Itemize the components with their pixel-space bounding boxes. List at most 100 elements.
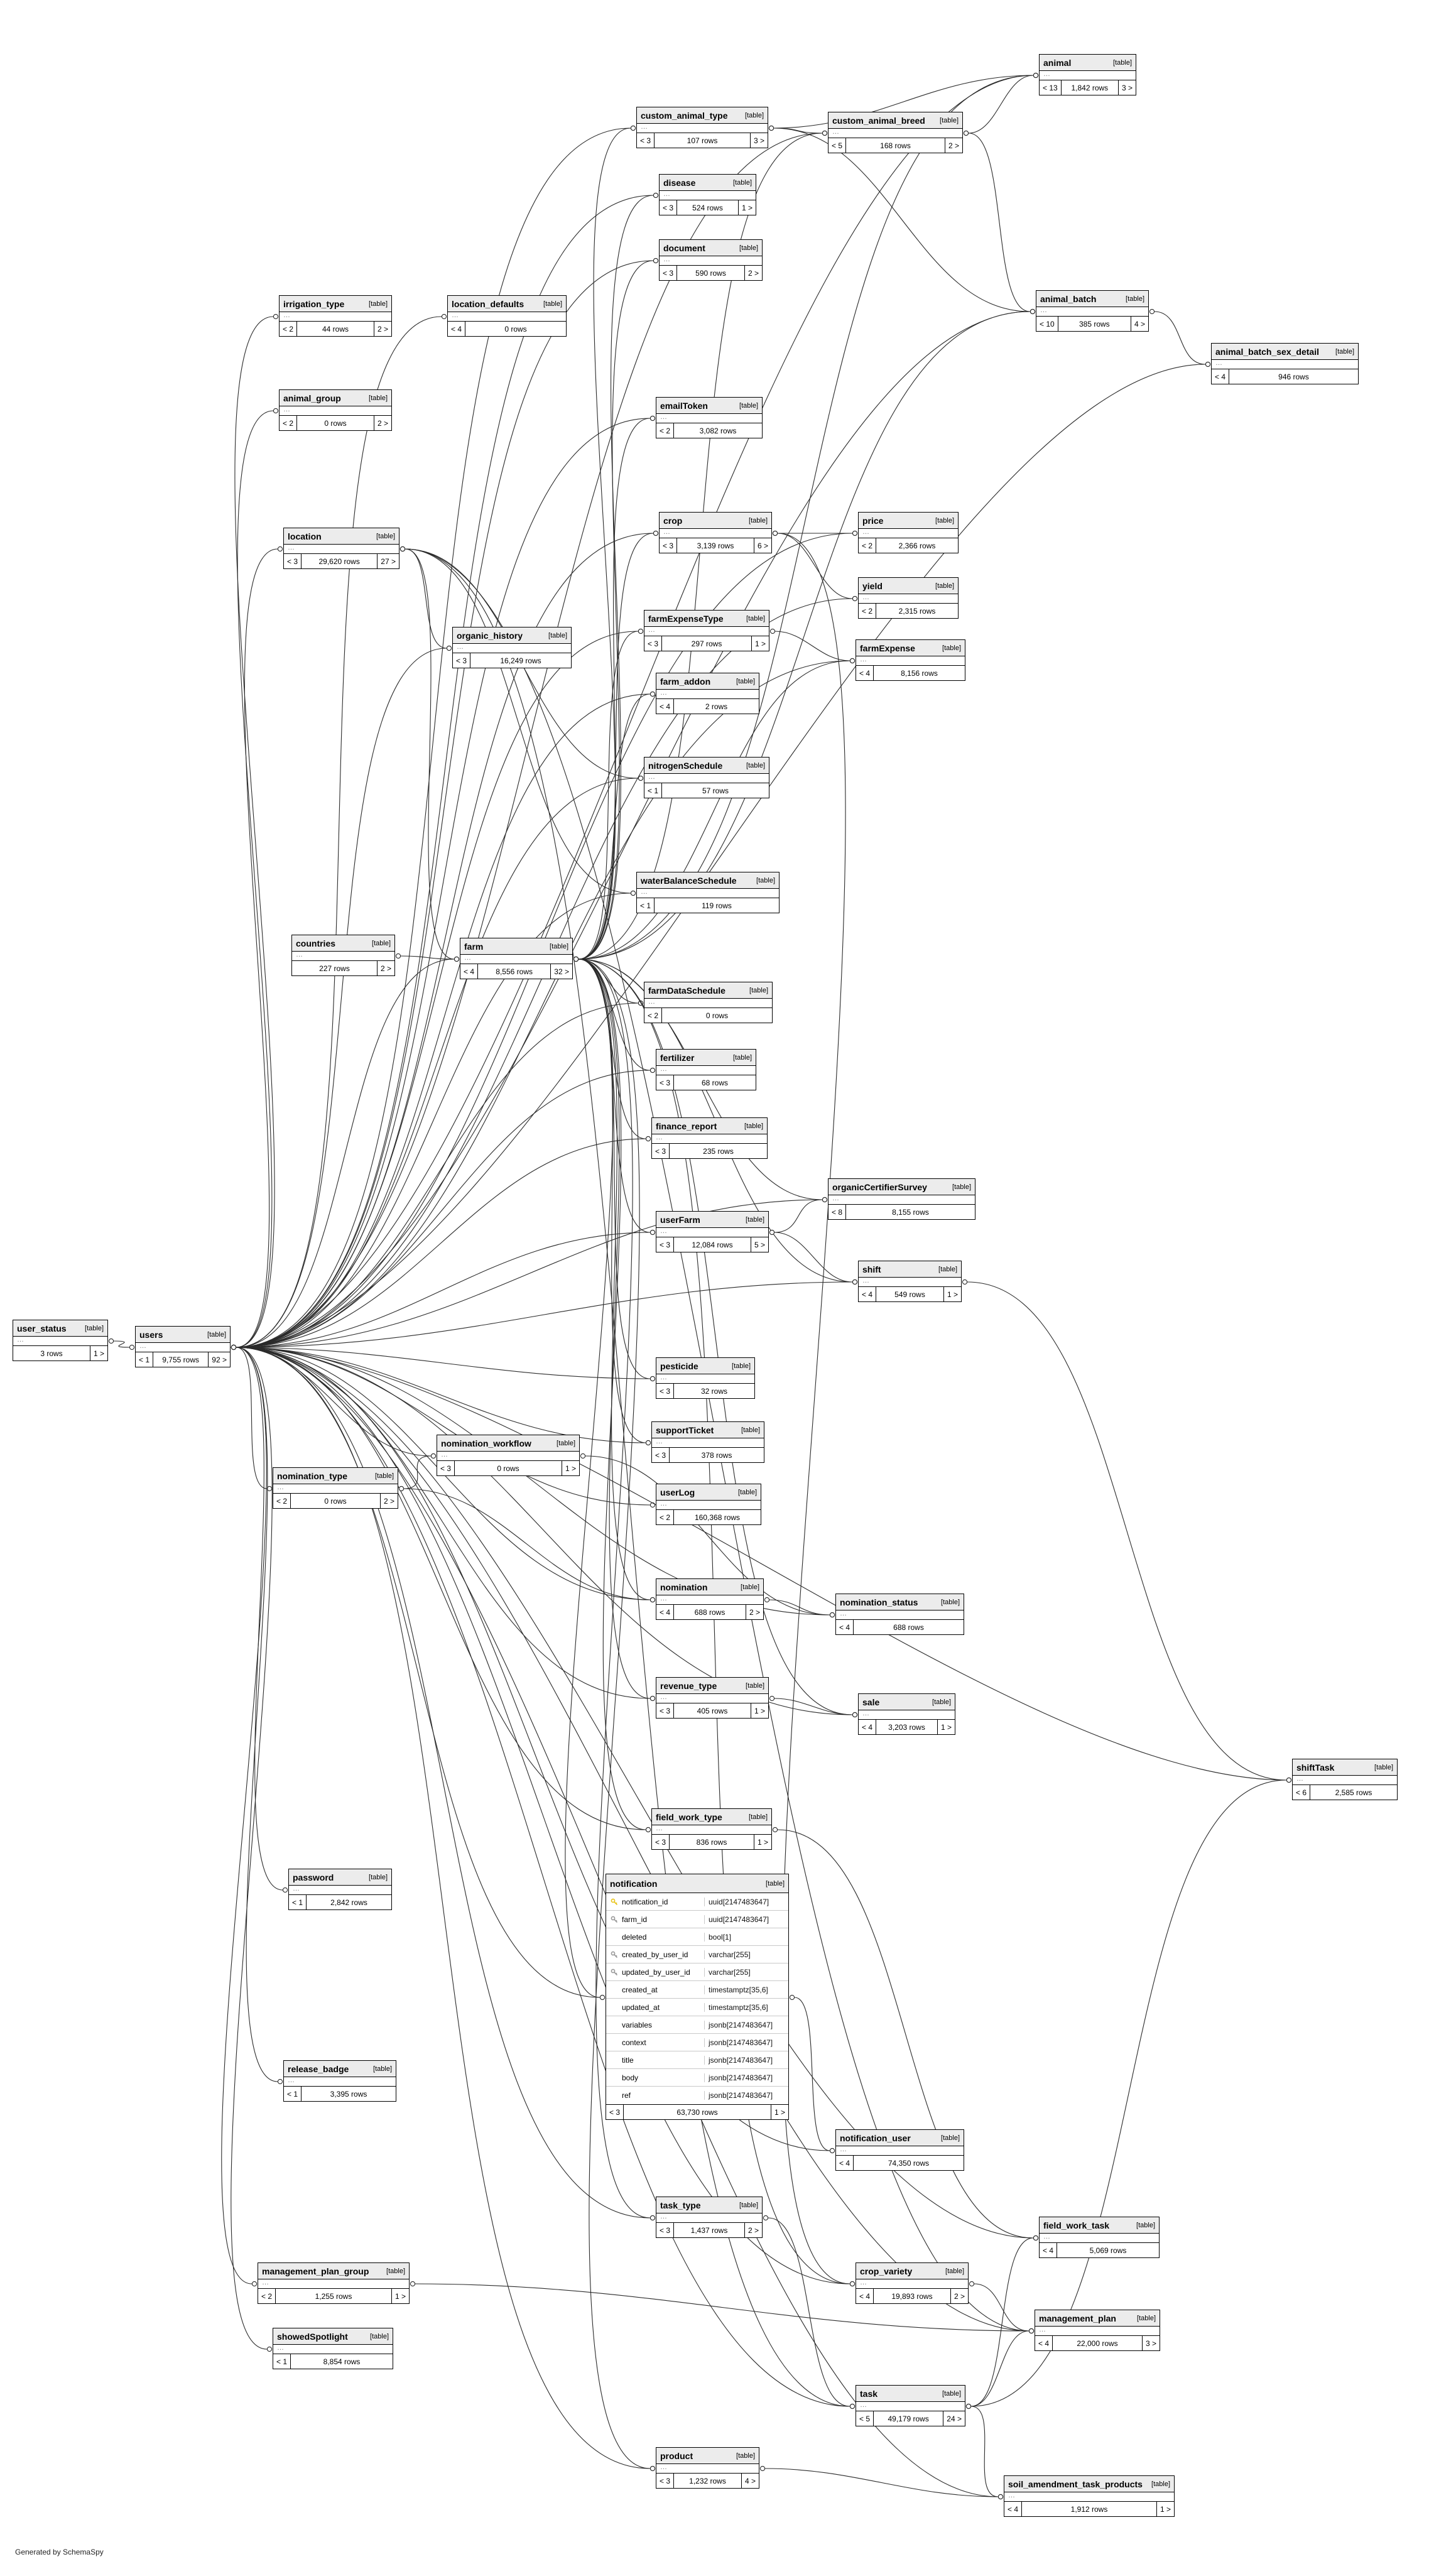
table-header[interactable]: shiftTask[table]: [1293, 1759, 1397, 1776]
out-degree[interactable]: 3 >: [749, 133, 768, 148]
table-header[interactable]: task[table]: [856, 2386, 965, 2402]
in-degree[interactable]: < 4: [448, 322, 466, 336]
in-degree[interactable]: < 3: [656, 2474, 675, 2488]
in-degree[interactable]: < 3: [453, 653, 471, 668]
out-degree[interactable]: 1 >: [391, 2289, 409, 2303]
table-header[interactable]: pesticide[table]: [656, 1358, 754, 1374]
table-header[interactable]: farmExpense[table]: [856, 640, 965, 656]
out-degree[interactable]: 4 >: [1130, 317, 1148, 331]
out-degree[interactable]: 3 >: [1141, 2336, 1160, 2350]
table-header[interactable]: userLog[table]: [656, 1484, 761, 1501]
in-degree[interactable]: < 10: [1036, 317, 1058, 331]
in-degree[interactable]: < 4: [656, 699, 675, 714]
in-degree[interactable]: < 3: [660, 266, 678, 280]
table-header[interactable]: notification[table]: [606, 1874, 788, 1893]
out-degree[interactable]: 1 >: [753, 1835, 771, 1849]
in-degree[interactable]: < 4: [1212, 369, 1230, 384]
table-header[interactable]: notification_user[table]: [836, 2130, 964, 2146]
out-degree[interactable]: 2 >: [744, 266, 762, 280]
in-degree[interactable]: < 4: [859, 1287, 877, 1301]
table-header[interactable]: user_status[table]: [13, 1320, 107, 1337]
out-degree[interactable]: 1 >: [751, 636, 769, 651]
in-degree[interactable]: < 3: [437, 1461, 455, 1475]
out-degree[interactable]: 4 >: [741, 2474, 759, 2488]
table-header[interactable]: nomination_type[table]: [273, 1468, 398, 1484]
in-degree[interactable]: < 5: [829, 138, 847, 153]
table-header[interactable]: management_plan_group[table]: [258, 2263, 409, 2279]
in-degree[interactable]: < 3: [606, 2105, 624, 2119]
in-degree[interactable]: < 2: [859, 604, 877, 618]
table-header[interactable]: yield[table]: [859, 578, 958, 594]
table-header[interactable]: farm[table]: [460, 938, 572, 955]
in-degree[interactable]: < 1: [273, 2354, 291, 2369]
table-header[interactable]: password[table]: [289, 1869, 391, 1886]
table-header[interactable]: crop_variety[table]: [856, 2263, 968, 2279]
out-degree[interactable]: 1 >: [943, 1287, 961, 1301]
in-degree[interactable]: < 3: [652, 1448, 670, 1462]
table-header[interactable]: task_type[table]: [656, 2197, 762, 2213]
in-degree[interactable]: < 3: [637, 133, 655, 148]
out-degree[interactable]: 92 >: [208, 1352, 230, 1367]
in-degree[interactable]: < 1: [289, 1895, 307, 1909]
in-degree[interactable]: < 2: [859, 538, 877, 553]
out-degree[interactable]: 2 >: [744, 2223, 762, 2237]
out-degree[interactable]: 5 >: [750, 1237, 768, 1252]
table-header[interactable]: product[table]: [656, 2448, 759, 2464]
table-header[interactable]: shift[table]: [859, 1261, 961, 1278]
in-degree[interactable]: < 3: [656, 2223, 675, 2237]
in-degree[interactable]: < 3: [284, 554, 302, 568]
out-degree[interactable]: 1 >: [937, 1720, 955, 1734]
in-degree[interactable]: < 3: [652, 1144, 670, 1158]
table-header[interactable]: nomination_workflow[table]: [437, 1435, 579, 1452]
in-degree[interactable]: < 5: [856, 2411, 874, 2426]
table-header[interactable]: organic_history[table]: [453, 627, 571, 644]
in-degree[interactable]: < 4: [656, 1605, 675, 1619]
schemaspy-credit[interactable]: Generated by SchemaSpy: [15, 2548, 104, 2556]
in-degree[interactable]: < 1: [644, 783, 663, 798]
in-degree[interactable]: < 2: [280, 322, 298, 336]
in-degree[interactable]: < 4: [1040, 2243, 1058, 2257]
in-degree[interactable]: < 4: [1035, 2336, 1053, 2350]
table-header[interactable]: nomination_status[table]: [836, 1594, 964, 1610]
in-degree[interactable]: < 2: [656, 1510, 675, 1524]
table-header[interactable]: farm_addon[table]: [656, 673, 759, 690]
table-header[interactable]: waterBalanceSchedule[table]: [637, 872, 779, 889]
out-degree[interactable]: 3 >: [1117, 80, 1136, 95]
in-degree[interactable]: < 2: [273, 1494, 291, 1508]
in-degree[interactable]: < 4: [856, 666, 874, 680]
out-degree[interactable]: 2 >: [379, 1494, 398, 1508]
table-header[interactable]: field_work_task[table]: [1040, 2217, 1159, 2234]
table-header[interactable]: location[table]: [284, 528, 399, 545]
table-header[interactable]: animal_group[table]: [280, 390, 391, 406]
